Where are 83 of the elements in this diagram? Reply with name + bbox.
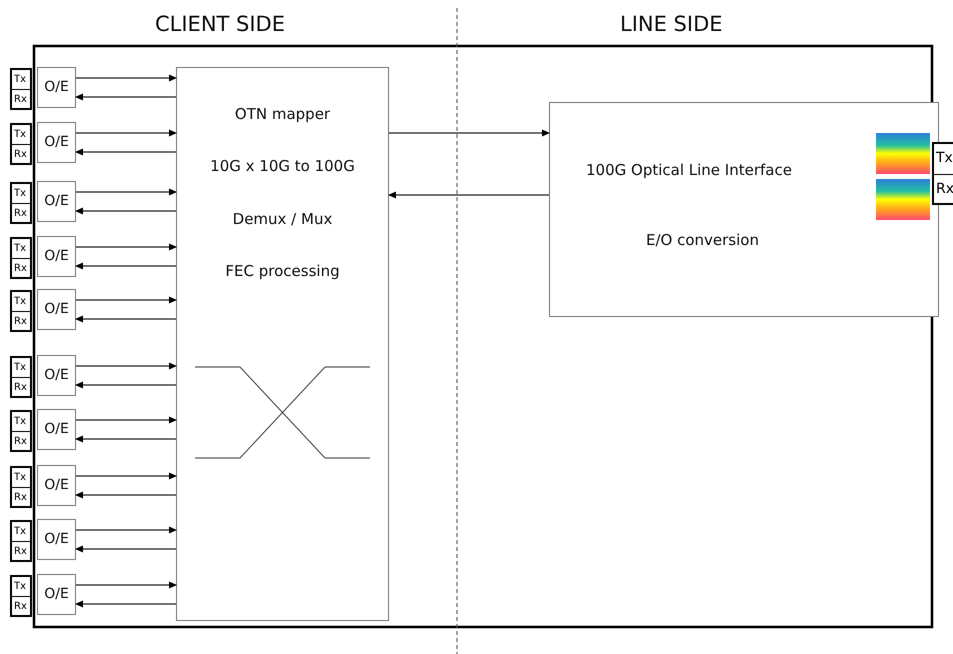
port-label: Tx — [13, 361, 28, 375]
port-label: Rx — [12, 144, 30, 163]
box-text: Demux / Mux — [232, 210, 334, 228]
port-label: Tx — [13, 415, 28, 429]
arrow — [75, 316, 176, 322]
converter-box — [37, 236, 76, 277]
arrow — [75, 600, 176, 608]
converter-box — [37, 409, 76, 450]
arrow — [388, 192, 550, 198]
mapper-box — [176, 67, 389, 621]
arrow — [75, 436, 176, 442]
port-box — [10, 575, 32, 617]
converter-box — [37, 181, 76, 222]
port-label: Rx — [12, 487, 30, 506]
port-box — [10, 123, 32, 165]
box-label: O/E — [43, 477, 70, 493]
box-label: O/E — [43, 531, 70, 547]
arrow — [76, 362, 177, 370]
port-label: Tx — [935, 149, 953, 168]
box-text: FEC processing — [224, 262, 341, 280]
converter-box — [37, 574, 76, 615]
port-label: Rx — [12, 377, 30, 396]
port-label: Tx — [13, 73, 28, 87]
box-label: O/E — [43, 586, 70, 602]
port-label: Tx — [13, 471, 28, 485]
arrow — [75, 148, 176, 156]
port-box — [10, 68, 32, 110]
box-label: O/E — [43, 301, 70, 317]
port-label: Tx — [13, 525, 28, 539]
arrow — [76, 130, 177, 136]
port-label: Tx — [13, 295, 28, 309]
port-label: Rx — [12, 541, 30, 560]
arrow — [76, 526, 177, 534]
box-label: O/E — [43, 79, 70, 95]
box-text: E/O conversion — [646, 231, 759, 249]
port-box — [10, 466, 32, 508]
converter-box — [37, 519, 76, 560]
port-box — [10, 520, 32, 562]
box-label: O/E — [43, 248, 70, 264]
arrow — [76, 74, 177, 82]
box-text: 100G Optical Line Interface — [586, 161, 792, 179]
port-box — [10, 410, 32, 452]
arrow — [76, 296, 177, 304]
box-text: 10G x 10G to 100G — [209, 157, 356, 175]
port-label: Tx — [13, 187, 28, 201]
port-box — [10, 356, 32, 398]
arrow — [75, 208, 176, 214]
box-label: O/E — [43, 421, 70, 437]
arrow — [388, 130, 550, 136]
box-label: O/E — [43, 134, 70, 150]
converter-box — [37, 122, 76, 163]
converter-box — [37, 289, 76, 330]
port-box — [932, 142, 953, 205]
port-label: Rx — [12, 258, 30, 277]
port-box — [10, 237, 32, 279]
arrow — [75, 546, 176, 552]
port-label: Rx — [12, 431, 30, 450]
port-label: Rx — [12, 89, 30, 108]
port-box — [10, 182, 32, 224]
arrow — [76, 188, 177, 196]
box-label: O/E — [43, 193, 70, 209]
box-text: OTN mapper — [234, 105, 332, 123]
section-heading: LINE SIDE — [620, 12, 723, 36]
port-box — [10, 290, 32, 332]
port-label: Tx — [13, 580, 28, 594]
port-label: Rx — [12, 596, 30, 615]
arrow — [76, 472, 177, 480]
port-label: Tx — [13, 128, 28, 142]
section-heading: CLIENT SIDE — [155, 12, 285, 36]
port-label: Tx — [13, 242, 28, 256]
arrow — [76, 416, 177, 424]
converter-box — [37, 355, 76, 396]
arrow — [75, 492, 176, 498]
port-label: Rx — [12, 203, 30, 222]
port-label: Rx — [12, 311, 30, 330]
arrow — [75, 94, 176, 100]
arrow — [75, 262, 176, 270]
box-label: O/E — [43, 367, 70, 383]
arrow — [76, 582, 177, 588]
converter-box — [37, 465, 76, 506]
arrow — [75, 382, 176, 388]
arrow — [76, 244, 177, 250]
converter-box — [37, 67, 76, 108]
